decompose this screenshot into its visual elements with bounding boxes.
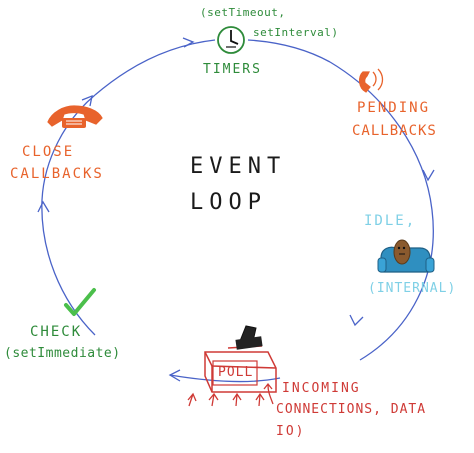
idle-label-1: IDLE, (364, 213, 417, 229)
idle-label-2: (INTERNAL) (368, 281, 457, 296)
close-label-1: CLOSE (22, 144, 75, 160)
loop-path-bottom (169, 374, 281, 383)
title-line-1: EVENT (190, 154, 287, 179)
timers-label: TIMERS (203, 62, 262, 77)
arrow-right (422, 169, 435, 182)
potato-on-couch-icon (377, 239, 435, 273)
loop-path-top (94, 39, 331, 96)
arrow-right-lower (349, 314, 364, 327)
arrow-bottom (168, 369, 181, 382)
arrow-top-left (81, 94, 93, 107)
arrow-left (37, 200, 50, 213)
clock-icon (217, 26, 245, 54)
incoming-arrows (187, 382, 274, 407)
poll-label: POLL (218, 365, 254, 380)
timers-note: (setTimeout, (200, 6, 286, 19)
incoming-line-3: IO) (276, 424, 306, 439)
pending-label-1: PENDING (357, 100, 431, 116)
hung-up-phone-icon (47, 105, 103, 128)
timers-note-2: setInterval) (253, 26, 339, 39)
arrow-top (182, 37, 195, 48)
incoming-line-2: CONNECTIONS, DATA (276, 402, 427, 417)
ballot-box-icon (204, 325, 277, 393)
checkmark-icon (64, 288, 96, 316)
pending-label-2: CALLBACKS (352, 123, 437, 139)
phone-ringing-icon (359, 68, 384, 93)
check-label-1: CHECK (30, 324, 83, 340)
check-label-2: (setImmediate) (4, 346, 121, 361)
title-line-2: LOOP (190, 190, 267, 215)
close-label-2: CALLBACKS (10, 166, 104, 182)
incoming-line-1: INCOMING (282, 381, 361, 396)
loop-path (329, 61, 434, 361)
